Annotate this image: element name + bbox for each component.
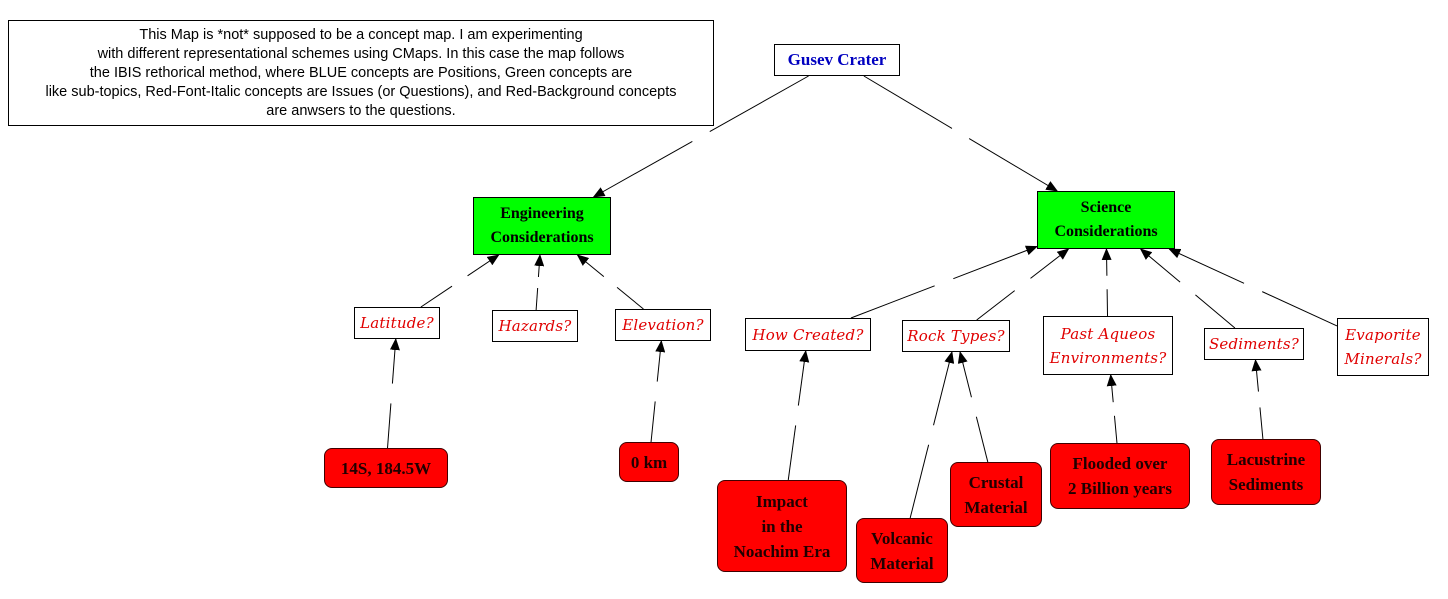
- link-gusev-to-engineering[interactable]: [592, 75, 809, 198]
- link-segment: [863, 75, 953, 129]
- node-evaporite[interactable]: Evaporite Minerals?: [1337, 318, 1429, 376]
- link-arrow-segment: [797, 350, 810, 406]
- link-arrow-segment: [1106, 374, 1117, 403]
- link-segment: [850, 285, 935, 319]
- node-latitude[interactable]: Latitude?: [354, 307, 440, 339]
- node-rock-types[interactable]: Rock Types?: [902, 320, 1010, 352]
- link-rock_types-to-science[interactable]: [976, 248, 1070, 321]
- link-arrow-segment: [655, 340, 666, 382]
- node-past-aqueos[interactable]: Past Aqueos Environments?: [1043, 316, 1173, 375]
- link-segment: [1262, 291, 1338, 327]
- link-segment: [535, 287, 539, 311]
- link-arrow-segment: [1139, 248, 1181, 283]
- node-zero-km[interactable]: 0 km: [619, 442, 679, 482]
- node-sediments[interactable]: Sediments?: [1204, 328, 1304, 360]
- link-arrow-segment: [467, 254, 500, 277]
- link-segment: [709, 75, 809, 133]
- node-coords[interactable]: 14S, 184.5W: [324, 448, 448, 488]
- link-segment: [1113, 415, 1118, 444]
- link-hazards-to-engineering[interactable]: [534, 254, 545, 311]
- link-arrow-segment: [576, 254, 605, 277]
- link-arrow-segment: [968, 138, 1059, 192]
- link-arrow-segment: [953, 245, 1038, 280]
- link-flooded-to-past_aqueos[interactable]: [1106, 374, 1118, 444]
- link-segment: [420, 285, 453, 308]
- link-arrow-segment: [592, 140, 693, 198]
- link-arrow-segment: [933, 351, 955, 426]
- node-science[interactable]: Science Considerations: [1037, 191, 1175, 249]
- link-segment: [1195, 294, 1236, 329]
- link-segment: [650, 401, 656, 443]
- node-lacustrine[interactable]: Lacustrine Sediments: [1211, 439, 1321, 505]
- link-latitude-to-engineering[interactable]: [420, 254, 500, 308]
- link-arrow-segment: [534, 254, 545, 278]
- link-arrow-segment: [1030, 248, 1070, 279]
- link-arrow-segment: [1168, 248, 1245, 284]
- node-gusev[interactable]: Gusev Crater: [774, 44, 900, 76]
- link-segment: [976, 290, 1015, 321]
- node-engineering[interactable]: Engineering Considerations: [473, 197, 611, 255]
- link-segment: [909, 444, 930, 519]
- link-segment: [787, 425, 797, 481]
- link-lacustrine-to-sediments[interactable]: [1251, 359, 1264, 440]
- node-hazards[interactable]: Hazards?: [492, 310, 578, 342]
- node-flooded[interactable]: Flooded over 2 Billion years: [1050, 443, 1190, 509]
- link-segment: [1259, 407, 1264, 440]
- link-sediments-to-science[interactable]: [1139, 248, 1236, 329]
- link-arrow-segment: [957, 351, 972, 398]
- link-segment: [387, 403, 392, 449]
- node-how-created[interactable]: How Created?: [745, 318, 871, 351]
- link-gusev-to-science[interactable]: [863, 75, 1059, 192]
- node-elevation[interactable]: Elevation?: [615, 309, 711, 341]
- node-volcanic[interactable]: Volcanic Material: [856, 518, 948, 583]
- link-volcanic-to-rock_types[interactable]: [909, 351, 955, 519]
- link-coords-to-latitude[interactable]: [387, 338, 400, 449]
- node-impact[interactable]: Impact in the Noachim Era: [717, 480, 847, 572]
- link-segment: [616, 287, 644, 310]
- link-arrow-segment: [389, 338, 400, 384]
- link-evaporite-to-science[interactable]: [1168, 248, 1338, 327]
- link-elevation-to-engineering[interactable]: [576, 254, 644, 310]
- node-crustal[interactable]: Crustal Material: [950, 462, 1042, 527]
- note-box: This Map is *not* supposed to be a conce…: [8, 20, 714, 126]
- link-arrow-segment: [1251, 359, 1262, 392]
- link-zero_km-to-elevation[interactable]: [650, 340, 666, 443]
- link-how_created-to-science[interactable]: [850, 245, 1038, 319]
- link-past_aqueos-to-science[interactable]: [1101, 248, 1112, 317]
- link-segment: [975, 416, 989, 463]
- link-crustal-to-rock_types[interactable]: [957, 351, 989, 463]
- link-impact-to-how_created[interactable]: [787, 350, 810, 481]
